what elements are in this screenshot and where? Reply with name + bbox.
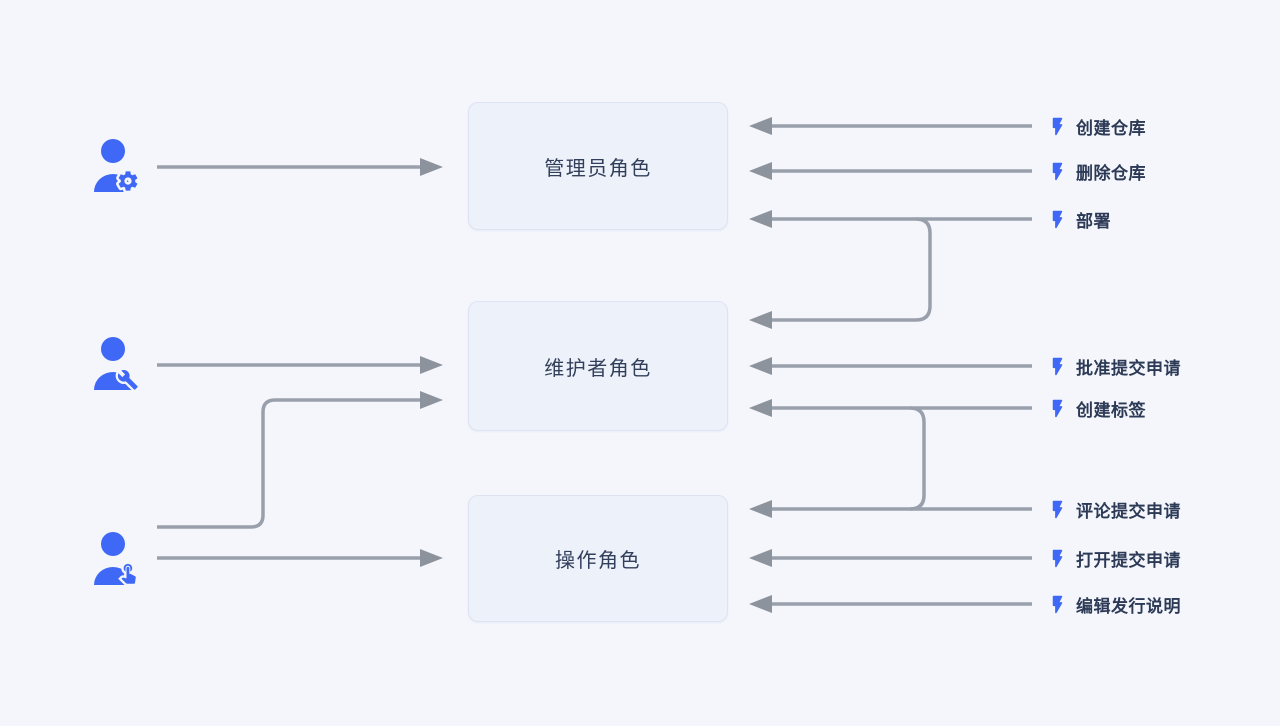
permission-item-approve-pr: 批准提交申请	[1048, 352, 1181, 380]
edge-create-tag-branch-to-operator-line	[909, 406, 926, 511]
role-label-operator: 操作角色	[555, 550, 641, 572]
lightning-icon	[1052, 117, 1063, 135]
arrowhead-left-icon	[749, 399, 772, 417]
permission-label: 批准提交申请	[1076, 358, 1181, 378]
lightning-icon	[1052, 500, 1063, 518]
user-head	[101, 337, 125, 361]
role-node-operator: 操作角色	[468, 495, 728, 622]
permission-label: 打开提交申请	[1076, 550, 1181, 570]
arrowhead-left-icon	[749, 210, 772, 228]
permission-item-edit-release-notes: 编辑发行说明	[1048, 590, 1181, 618]
role-label-admin: 管理员角色	[544, 157, 652, 180]
arrowhead-left-icon	[749, 117, 772, 135]
maintainer-user-wrench-icon	[94, 337, 140, 392]
edge-operator-user-to-maintainer-role	[157, 398, 420, 529]
edge-deploy-branch-to-maintainer-role	[772, 217, 932, 322]
permission-label: 创建标签	[1076, 400, 1146, 420]
permission-label: 部署	[1076, 211, 1111, 231]
arrowhead-left-icon	[749, 549, 772, 567]
lightning-icon	[1052, 162, 1063, 180]
permission-label: 删除仓库	[1076, 163, 1146, 183]
user-head	[101, 532, 125, 556]
arrowhead-left-icon	[749, 311, 772, 329]
lightning-icon	[1052, 595, 1063, 613]
permission-item-create-repo: 创建仓库	[1048, 112, 1146, 140]
operator-user-touch-icon	[94, 532, 139, 587]
arrowhead-left-icon	[749, 162, 772, 180]
lightning-icon	[1052, 549, 1063, 567]
arrowhead-left-icon	[749, 357, 772, 375]
lightning-icon	[1052, 357, 1063, 375]
user-head	[101, 139, 125, 163]
permission-label: 创建仓库	[1076, 118, 1146, 138]
role-node-admin: 管理员角色	[468, 102, 728, 230]
arrowhead-left-icon	[749, 595, 772, 613]
touch-hand-icon	[118, 561, 139, 587]
arrowhead-right-icon	[420, 356, 443, 374]
permission-item-delete-repo: 删除仓库	[1048, 157, 1146, 185]
gear-icon	[116, 168, 140, 194]
admin-user-gear-icon	[94, 139, 140, 194]
lightning-icon	[1052, 210, 1063, 228]
arrowhead-right-icon	[420, 158, 443, 176]
role-node-maintainer: 维护者角色	[468, 301, 728, 431]
permission-item-comment-pr: 评论提交申请	[1048, 495, 1181, 523]
wrench-icon	[115, 367, 140, 392]
permission-label: 编辑发行说明	[1076, 596, 1181, 616]
arrowhead-right-icon	[420, 391, 443, 409]
permission-label: 评论提交申请	[1076, 501, 1181, 521]
arrowhead-right-icon	[420, 549, 443, 567]
permission-item-create-tag: 创建标签	[1048, 394, 1146, 422]
permission-item-open-pr: 打开提交申请	[1048, 544, 1181, 572]
role-label-maintainer: 维护者角色	[544, 357, 652, 380]
lightning-icon	[1052, 399, 1063, 417]
permission-item-deploy: 部署	[1048, 205, 1111, 233]
arrowhead-left-icon	[749, 500, 772, 518]
